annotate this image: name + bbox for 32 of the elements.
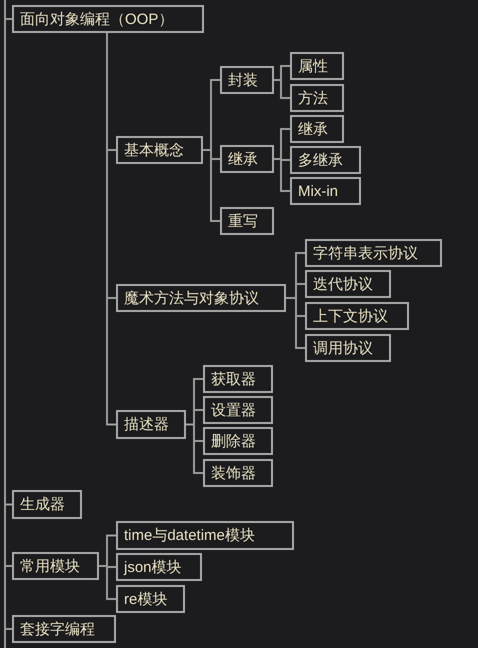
topic-box: 字符串表示协议 <box>305 239 442 267</box>
topic-box: 设置器 <box>203 396 273 424</box>
topic-box: 魔术方法与对象协议 <box>116 284 286 312</box>
topic-box: 生成器 <box>12 490 82 519</box>
topic-box: 面向对象编程（OOP） <box>12 5 204 33</box>
topic-box: 删除器 <box>203 427 273 455</box>
connector-line <box>5 628 12 630</box>
topic-box: 调用协议 <box>305 334 391 362</box>
topic-box: 属性 <box>290 52 344 80</box>
topic-box: 继承 <box>220 145 274 173</box>
connector-line <box>106 33 116 426</box>
topic-box: 多继承 <box>290 146 361 174</box>
topic-box: re模块 <box>116 585 185 613</box>
topic-box: 方法 <box>290 84 344 112</box>
connector-line <box>5 565 12 567</box>
topic-box: 基本概念 <box>116 136 203 164</box>
topic-box: 重写 <box>220 207 274 235</box>
connector-line <box>5 18 12 20</box>
topic-box: 迭代协议 <box>305 270 391 298</box>
topic-box: time与datetime模块 <box>116 521 294 550</box>
connector-line <box>99 565 116 600</box>
topic-box: 描述器 <box>116 410 186 439</box>
topic-box: 封装 <box>220 66 274 94</box>
topic-box: Mix-in <box>290 177 361 205</box>
connector-line <box>5 504 12 506</box>
topic-box: 继承 <box>290 115 344 143</box>
topic-box: 获取器 <box>203 365 273 393</box>
topic-box: 套接字编程 <box>12 615 116 643</box>
topic-box: 常用模块 <box>12 552 99 580</box>
topic-box: 上下文协议 <box>305 302 409 330</box>
topic-box: 装饰器 <box>203 459 273 487</box>
topic-box: json模块 <box>116 553 202 581</box>
